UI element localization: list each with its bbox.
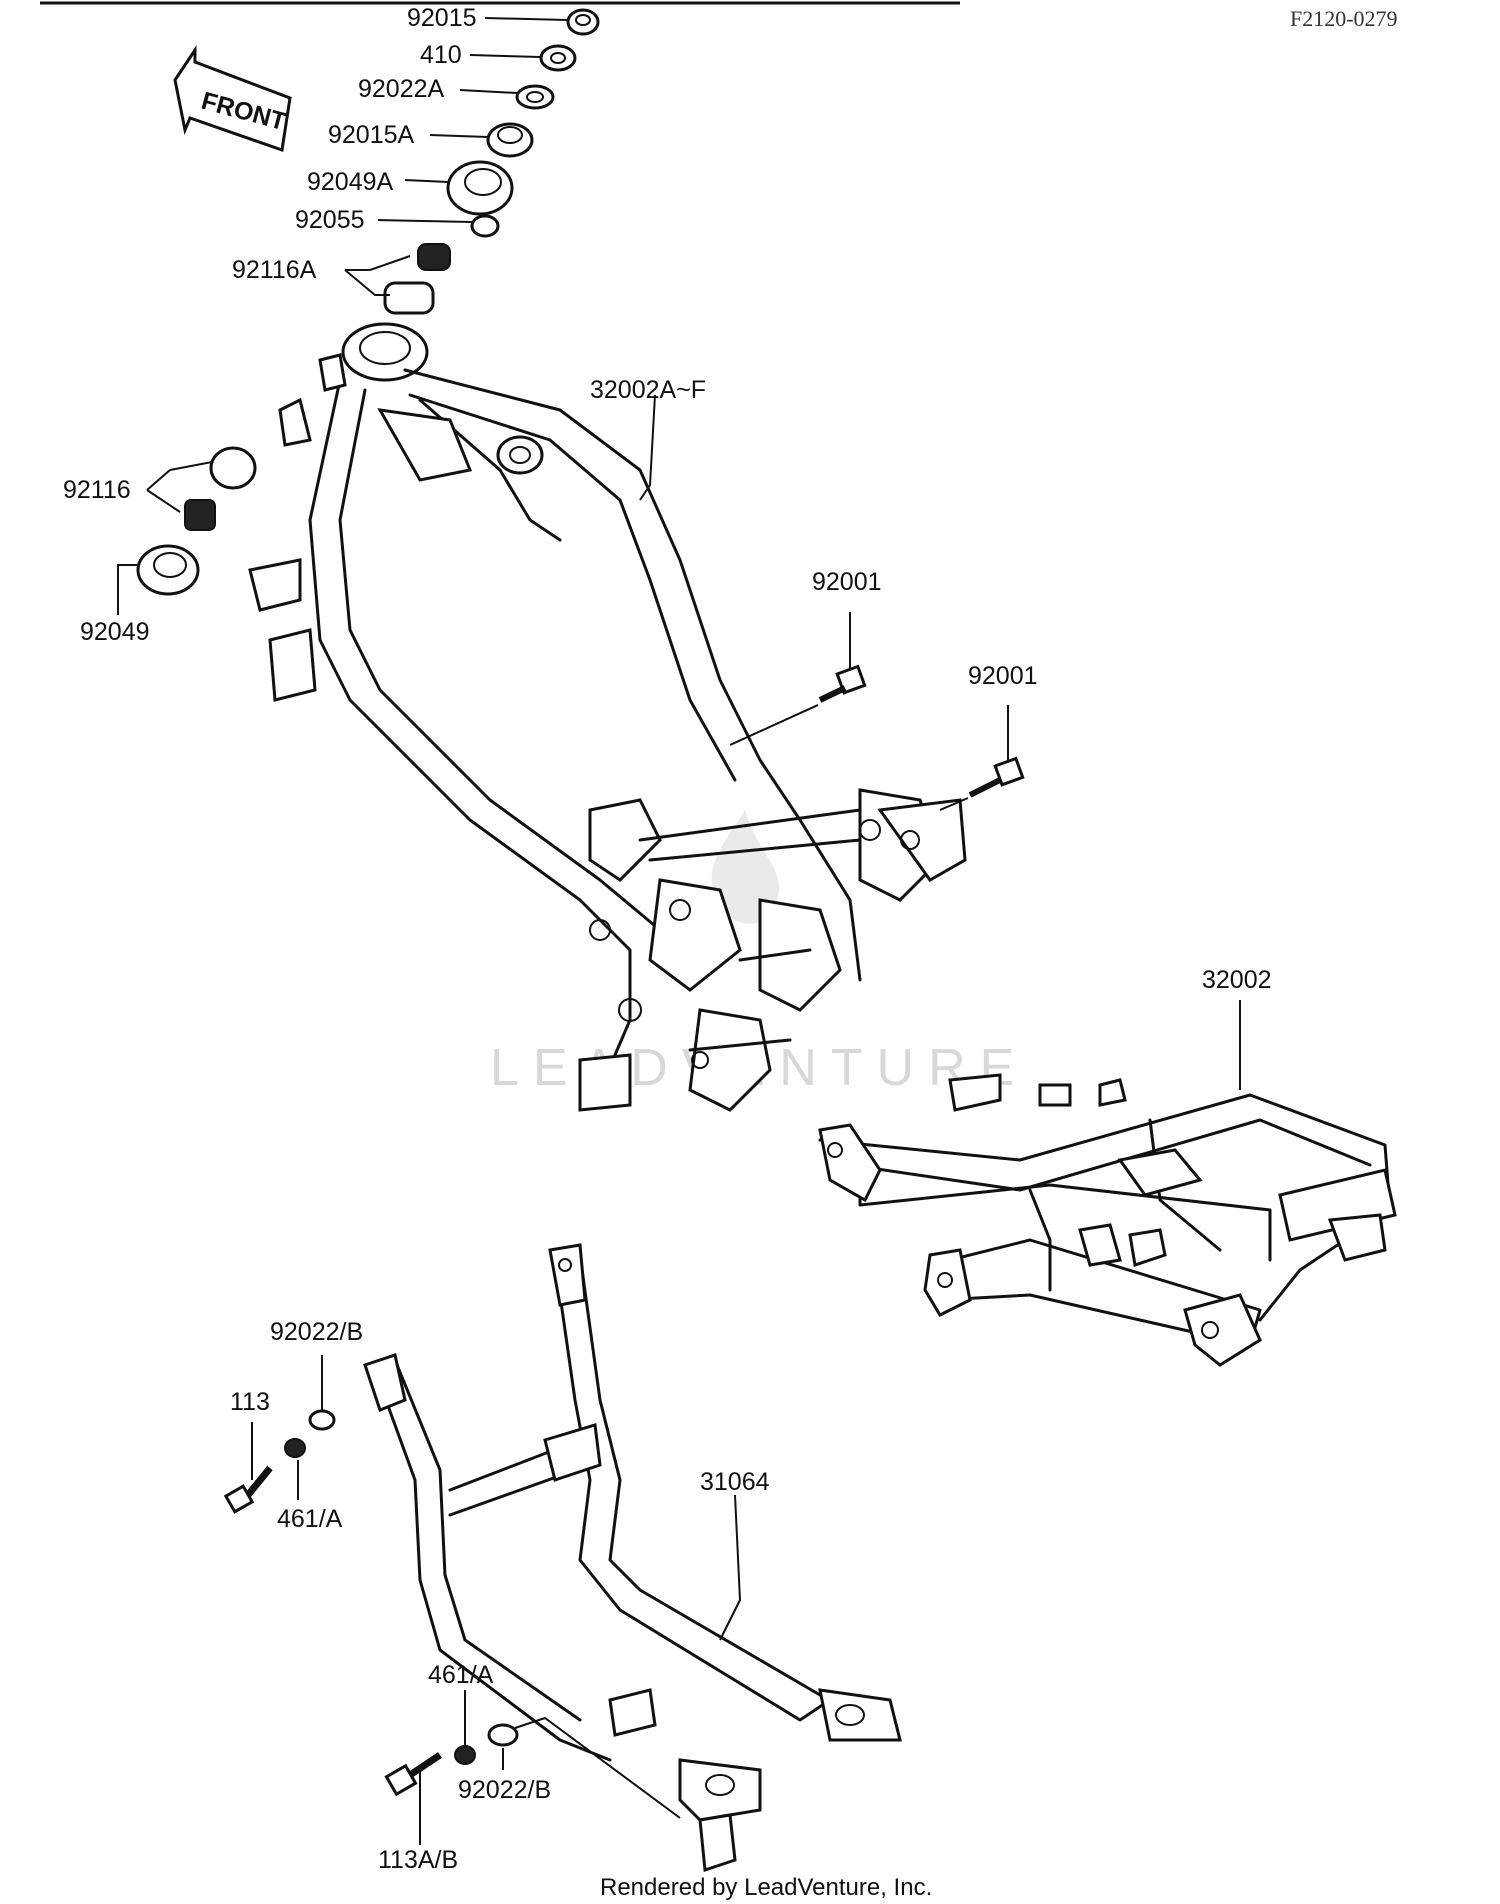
- label-92001-lower: 92001: [968, 662, 1038, 690]
- bolt-113AB-icon: [384, 1752, 442, 1797]
- sub-frame-32002: [818, 1073, 1397, 1367]
- leader-92116A-b: [344, 269, 390, 296]
- label-92022B-bottom: 92022/B: [458, 1776, 551, 1804]
- label-92022A: 92022A: [358, 75, 445, 103]
- leader-92116A-a: [369, 255, 411, 271]
- label-32002A-F: 32002A~F: [590, 376, 706, 404]
- label-92049A: 92049A: [307, 168, 394, 196]
- nut-461A-top-icon: [284, 1438, 306, 1458]
- bearing-92049-icon: [136, 544, 200, 596]
- bearing-race-92116-icon: [184, 446, 257, 531]
- label-92015A: 92015A: [328, 121, 415, 149]
- leader-92055: [377, 219, 473, 223]
- seal-92055-icon: [470, 214, 500, 238]
- washer-92022B-top-icon: [308, 1409, 336, 1431]
- bearing-92049A-icon: [446, 160, 514, 216]
- label-113AB: 113A/B: [378, 1846, 458, 1874]
- label-92116: 92116: [63, 476, 131, 504]
- leader-92049: [117, 564, 138, 615]
- label-92055: 92055: [295, 206, 365, 234]
- label-92015: 92015: [407, 4, 477, 32]
- leader-410: [469, 54, 541, 58]
- label-461A-bottom: 461/A: [428, 1661, 494, 1689]
- bolt-92001-upper-icon: [818, 664, 867, 703]
- label-32002: 32002: [1202, 966, 1272, 994]
- lock-washer-92022A-icon: [515, 84, 555, 110]
- nut-92015-icon: [566, 8, 600, 36]
- main-frame-32002A-F: [248, 322, 967, 1112]
- bolt-113-icon: [223, 1465, 273, 1514]
- front-direction-arrow: FRONT: [173, 45, 292, 153]
- watermark-flame-icon: [711, 810, 780, 924]
- label-31064: 31064: [700, 1468, 770, 1496]
- footer-credit: Rendered by LeadVenture, Inc.: [600, 1874, 932, 1901]
- label-410: 410: [420, 41, 462, 69]
- leader-32002A-F: [639, 394, 656, 501]
- leader-92116-c: [146, 489, 181, 513]
- washer-410-icon: [539, 44, 577, 72]
- leader-92022A: [459, 89, 518, 94]
- leader-31064: [719, 1494, 742, 1641]
- nut-461A-bottom-icon: [454, 1745, 476, 1765]
- washer-92022B-bottom-icon: [487, 1723, 519, 1747]
- label-461A-top: 461/A: [277, 1505, 343, 1533]
- bolt-92001-lower-icon: [968, 756, 1025, 798]
- leader-92049A: [404, 179, 449, 183]
- leader-92015: [484, 17, 568, 21]
- nut-92015A-icon: [486, 122, 534, 158]
- leader-92001-lower-path: [939, 797, 969, 811]
- label-92001-upper: 92001: [812, 568, 882, 596]
- leader-92116-a: [169, 461, 213, 471]
- lower-frame-31064: [363, 1243, 902, 1873]
- label-92116A: 92116A: [232, 256, 317, 284]
- bearing-race-92116A-icon: [383, 243, 451, 315]
- leader-92116-b: [146, 469, 171, 491]
- label-92022B-top: 92022/B: [270, 1318, 363, 1346]
- leader-92015A: [429, 134, 489, 138]
- leader-92001-upper-path: [729, 704, 819, 746]
- leader-92022B-path: [514, 1716, 681, 1819]
- label-113: 113: [230, 1388, 270, 1416]
- diagram-code: F2120-0279: [1290, 6, 1398, 31]
- label-92049: 92049: [80, 618, 150, 646]
